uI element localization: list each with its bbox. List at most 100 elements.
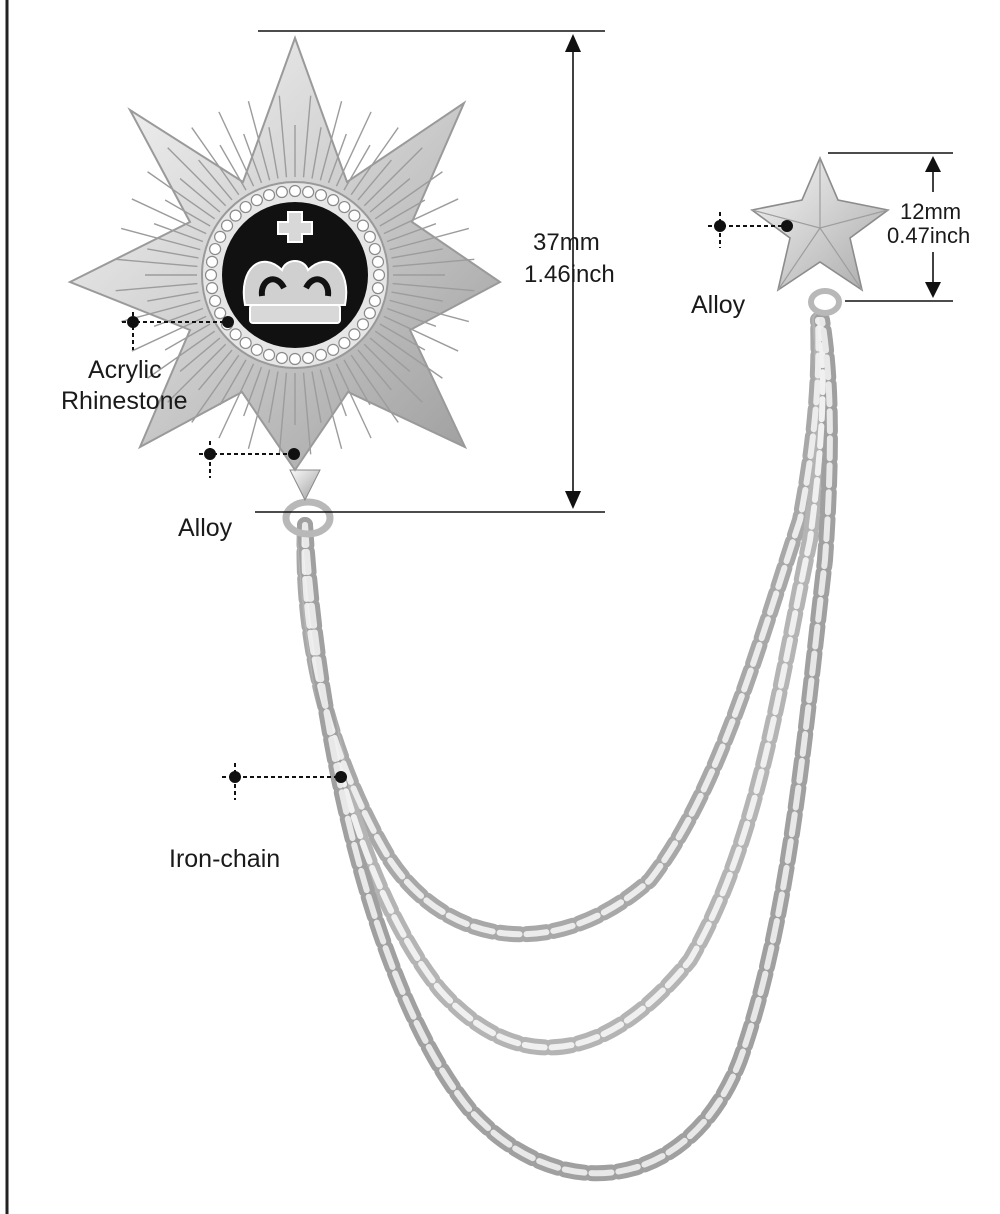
badge-ray xyxy=(389,227,470,251)
dim-badge-mm: 37mm xyxy=(533,229,600,256)
badge-ray xyxy=(357,159,392,201)
rhinestone xyxy=(209,294,222,308)
rhinestone xyxy=(250,194,263,207)
rhinestone xyxy=(356,318,370,331)
badge-ray xyxy=(327,133,347,184)
sunburst-badge xyxy=(67,35,502,472)
badge-ray xyxy=(374,330,443,379)
label-acrylic: Acrylic xyxy=(88,356,162,384)
rhinestone xyxy=(314,348,328,361)
chain-highlight-3 xyxy=(302,317,833,1177)
star-jump-ring xyxy=(808,288,842,316)
badge-ray xyxy=(374,171,443,220)
rhinestone xyxy=(239,200,252,214)
badge-ray xyxy=(153,307,204,327)
rhinestone xyxy=(302,351,315,365)
chain-highlight-1 xyxy=(301,317,822,938)
badge-ray xyxy=(357,349,392,391)
rhinestone xyxy=(220,219,234,232)
badge-ray xyxy=(147,330,216,379)
badge-ray xyxy=(311,127,322,179)
rhinestone xyxy=(262,348,276,361)
rhinestone xyxy=(348,209,361,222)
rhinestone xyxy=(250,343,263,356)
rhinestone xyxy=(372,268,386,282)
rhinestone xyxy=(262,189,276,202)
rhinestone xyxy=(288,184,302,198)
badge-ray xyxy=(219,144,247,191)
badge-ray xyxy=(147,291,199,302)
badge-dimension xyxy=(255,30,605,513)
badge-ray xyxy=(302,372,312,455)
rhinestone xyxy=(209,242,222,256)
leader-marker-icon xyxy=(122,212,793,800)
badge-ray-lines xyxy=(115,95,475,455)
badge-ray xyxy=(164,199,211,227)
badge-ray xyxy=(191,127,240,196)
badge-ray xyxy=(115,258,198,268)
rhinestone xyxy=(205,255,219,268)
rhinestone-dots xyxy=(204,184,386,366)
chain-highlight-2 xyxy=(302,317,826,1051)
badge-ray xyxy=(383,198,459,235)
badge-ray xyxy=(343,359,371,406)
star-pin-icon xyxy=(750,155,890,292)
label-iron-chain: Iron-chain xyxy=(169,845,281,873)
label-alloy-star: Alloy xyxy=(691,291,746,319)
rhinestone xyxy=(327,194,340,207)
rhinestone xyxy=(371,282,385,295)
badge-ray xyxy=(389,299,470,323)
badge-ray xyxy=(311,371,322,423)
badge-ray xyxy=(131,198,207,235)
badge-ray xyxy=(120,227,201,251)
badge-ray xyxy=(243,366,263,417)
rhinestone xyxy=(205,282,219,295)
rhinestone xyxy=(239,336,252,350)
dim-star-inch: 0.47inch xyxy=(887,223,971,248)
badge-ray xyxy=(319,100,343,181)
badge-ray xyxy=(268,371,279,423)
badge-ray xyxy=(350,354,399,423)
rhinestone xyxy=(229,209,242,222)
rhinestone xyxy=(338,200,351,214)
badge-ray xyxy=(198,159,233,201)
rhinestone xyxy=(204,268,218,282)
rhinestone xyxy=(338,336,351,350)
badge-ray xyxy=(219,359,247,406)
rhinestone xyxy=(368,242,381,256)
rhinestone xyxy=(275,185,288,199)
crown-emblem-icon xyxy=(242,211,348,324)
badge-ray xyxy=(302,95,312,178)
badge-bottom-loop xyxy=(289,469,321,502)
badge-ray xyxy=(369,178,411,213)
badge-ray xyxy=(363,147,423,207)
rhinestone xyxy=(363,307,376,320)
badge-ray xyxy=(243,133,263,184)
badge-ray xyxy=(319,369,343,450)
badge-ray xyxy=(198,349,233,391)
iron-chain-group xyxy=(296,312,838,1182)
badge-ray xyxy=(278,372,288,455)
dim-badge-inch: 1.46inch xyxy=(524,261,615,288)
star-dimension xyxy=(828,152,953,302)
rhinestone xyxy=(214,307,227,320)
badge-ray xyxy=(335,111,372,187)
badge-ray xyxy=(391,291,443,302)
badge-ray xyxy=(379,199,426,227)
badge-ray xyxy=(391,248,443,259)
badge-ray xyxy=(147,171,216,220)
rhinestone xyxy=(363,230,376,243)
rhinestone xyxy=(356,219,370,232)
badge-ray xyxy=(350,127,399,196)
badge-ray xyxy=(167,147,227,207)
dim-star-mm: 12mm xyxy=(900,199,962,224)
badge-ray xyxy=(247,369,271,450)
badge-ray xyxy=(335,363,372,439)
badge-ray xyxy=(164,323,211,351)
badge-ray xyxy=(268,127,279,179)
badge-ray xyxy=(386,307,437,327)
label-alloy-badge: Alloy xyxy=(178,514,233,542)
badge-jump-ring xyxy=(282,498,334,538)
badge-ray xyxy=(179,337,221,372)
